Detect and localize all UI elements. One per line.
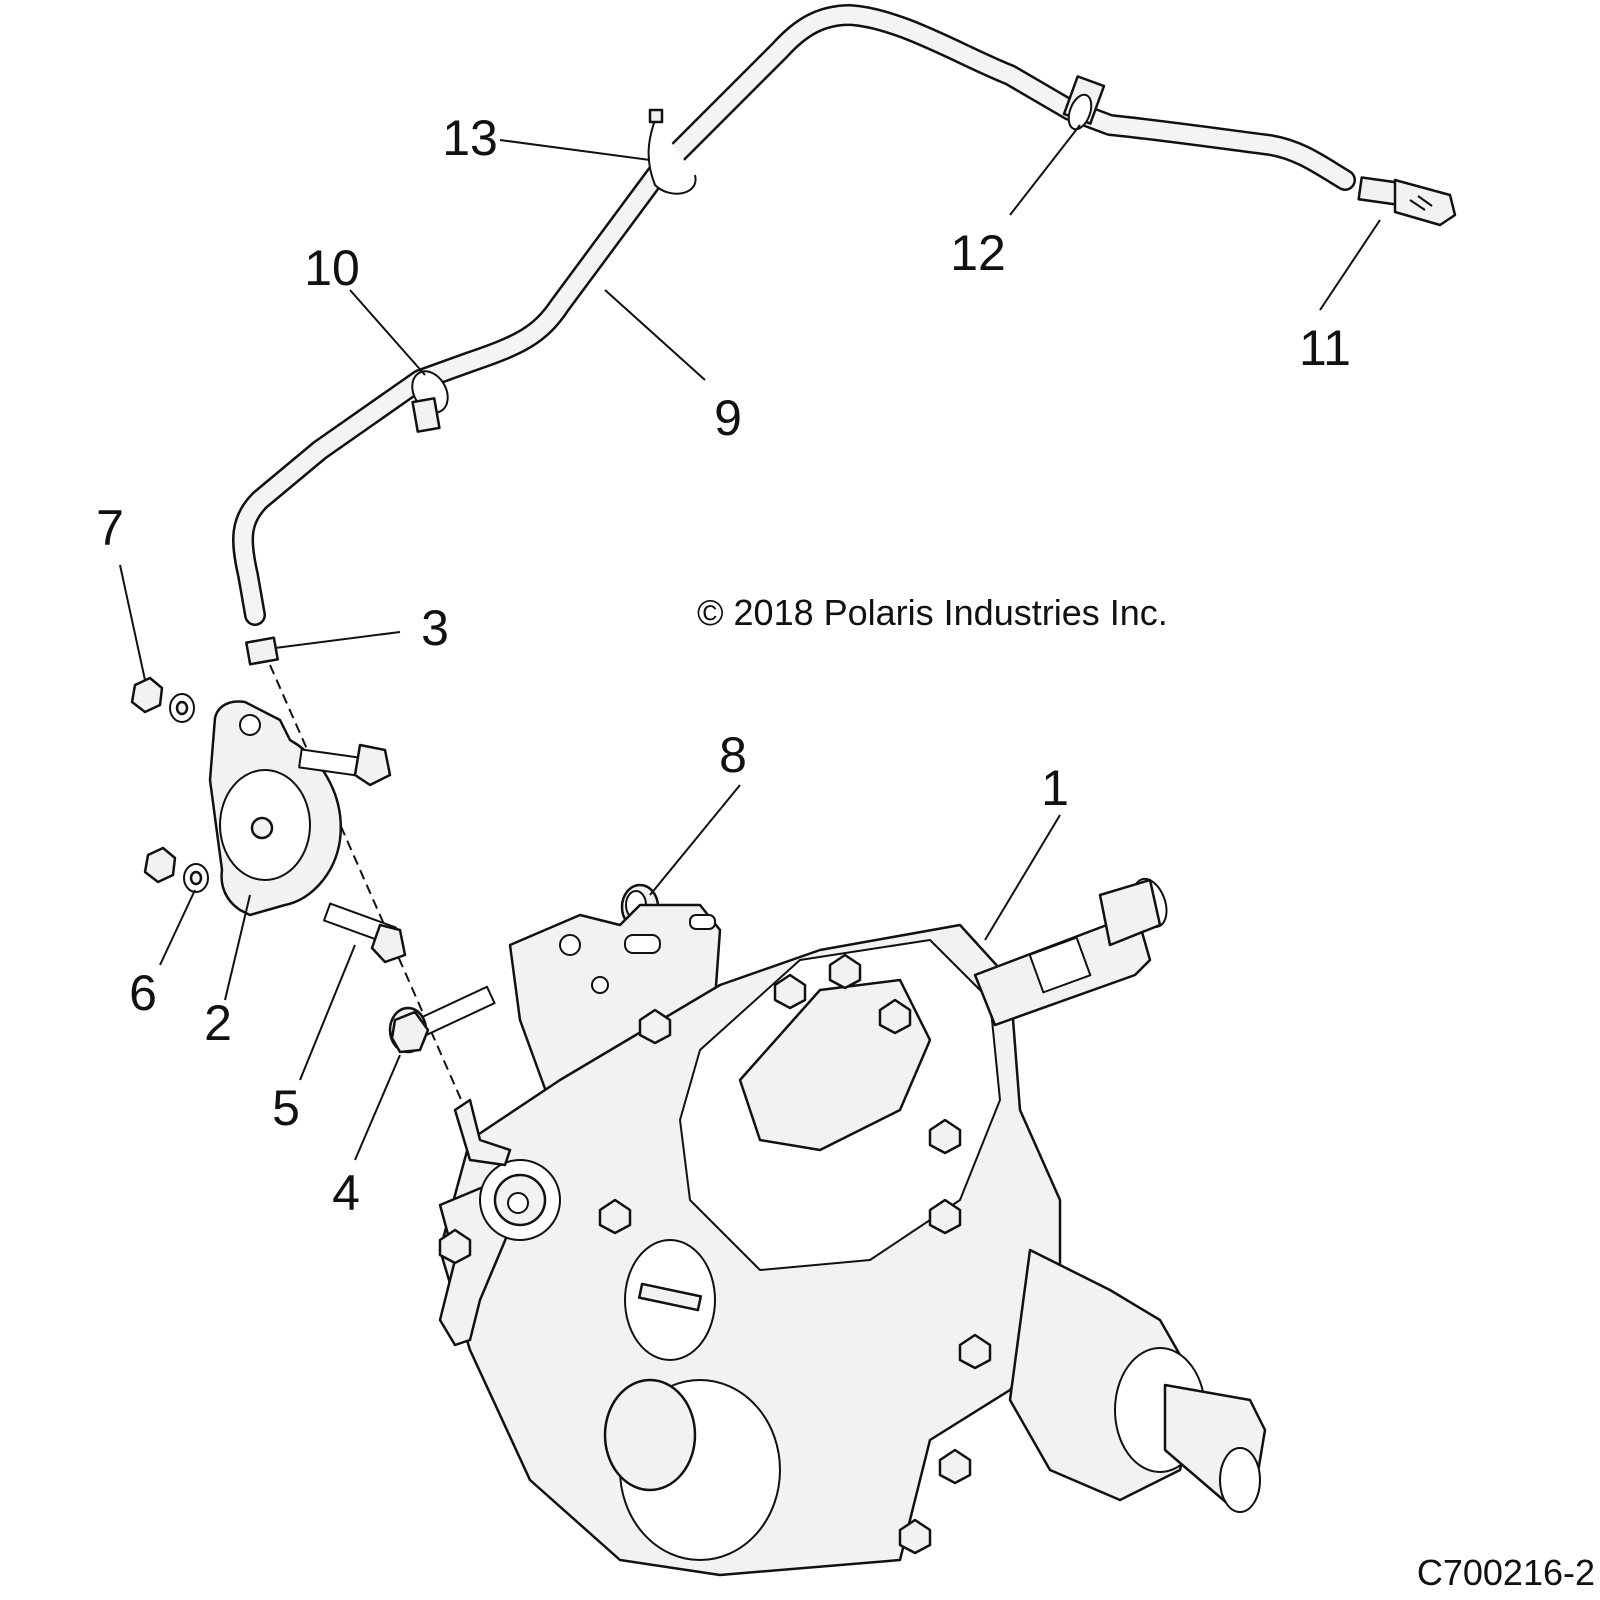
output-shaft-lower [1008, 1248, 1267, 1513]
callout-6: 6 [129, 965, 157, 1021]
leader-5 [299, 944, 356, 1081]
leader-2 [224, 894, 251, 1001]
hose-clamp-3 [245, 636, 279, 666]
tie-strap-13 [647, 108, 697, 195]
callout-12: 12 [950, 225, 1006, 281]
callout-2: 2 [204, 995, 232, 1051]
leader-8 [649, 784, 741, 896]
leader-4 [354, 1054, 401, 1161]
callout-11: 11 [1299, 320, 1351, 376]
leader-10 [349, 289, 426, 376]
leader-3 [274, 631, 401, 649]
callout-10: 10 [304, 240, 360, 296]
leader-11 [1319, 219, 1381, 311]
leader-13 [499, 139, 651, 161]
hose-clip-12 [1062, 75, 1106, 131]
leader-7 [119, 564, 146, 681]
gear-position-sensor [208, 700, 342, 917]
output-shaft-upper [973, 877, 1168, 1027]
case-bolts [438, 953, 992, 1555]
bolt-4 [388, 985, 496, 1054]
hose-clamp-10 [411, 370, 449, 433]
transmission-assembly [438, 877, 1267, 1577]
callout-13: 13 [442, 110, 498, 166]
callout-5: 5 [272, 1080, 300, 1136]
nut-7-lower [143, 846, 177, 884]
breather-hose [232, 4, 1356, 626]
leader-1 [984, 814, 1061, 941]
callout-7: 7 [96, 500, 124, 556]
nut-7-upper [130, 676, 164, 714]
callout-labels: 1 2 3 4 5 6 7 8 9 10 11 12 13 [96, 110, 1351, 1221]
leader-12 [1009, 124, 1081, 216]
washer-6 [183, 863, 209, 893]
leader-lines [119, 124, 1381, 1161]
bolt-5-upper [298, 743, 392, 787]
shift-linkage [438, 1098, 561, 1347]
callout-1: 1 [1041, 760, 1069, 816]
callout-9: 9 [714, 390, 742, 446]
bolt-5-lower [323, 902, 407, 964]
copyright-text: © 2018 Polaris Industries Inc. [697, 592, 1168, 633]
leader-9 [604, 289, 706, 381]
drawing-id: C700216-2 [1417, 1552, 1595, 1593]
assembly-path-line [269, 664, 471, 1121]
callout-8: 8 [719, 727, 747, 783]
washer-7-upper [169, 693, 195, 723]
leader-6 [159, 889, 196, 966]
fitting-11 [1357, 176, 1457, 227]
callout-4: 4 [332, 1165, 360, 1221]
callout-3: 3 [421, 600, 449, 656]
